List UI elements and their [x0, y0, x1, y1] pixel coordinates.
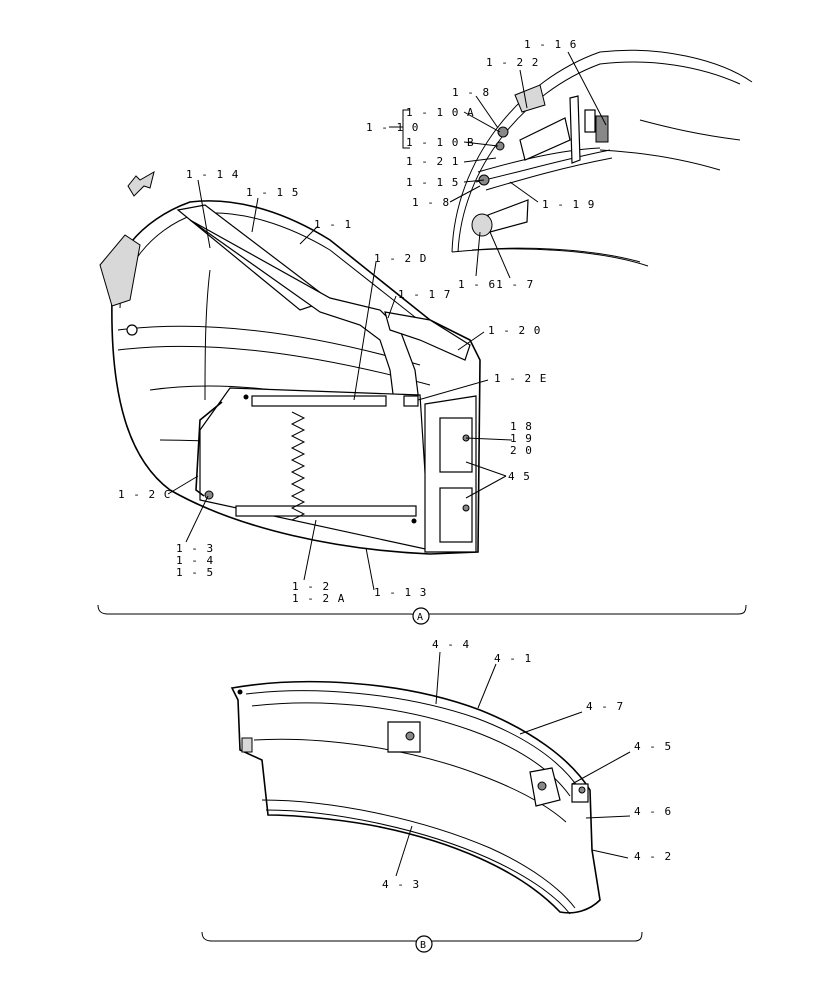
label-4-6: 4 - 6	[634, 805, 672, 818]
direction-arrow-icon	[127, 170, 155, 197]
label-1-14: 1 - 1 4	[186, 168, 239, 181]
label-1-10b: 1 - 1 0 B	[406, 136, 475, 149]
labels-section-b: 4 - 4 4 - 1 4 - 7 4 - 5 4 - 6 4 - 2 4 - …	[382, 638, 672, 951]
leader-lines-a	[167, 51, 607, 591]
label-1-5: 1 - 5	[176, 566, 214, 579]
main-assembly-view	[99, 200, 481, 555]
label-1-3: 1 - 3	[176, 542, 214, 555]
label-1-16: 1 - 1 6	[524, 38, 577, 51]
label-1-10a: 1 - 1 0 A	[406, 106, 475, 119]
label-4-1: 4 - 1	[494, 652, 532, 665]
label-4-7: 4 - 7	[586, 700, 624, 713]
label-4-4: 4 - 4	[432, 638, 470, 651]
label-18: 1 8	[510, 420, 533, 433]
labels-section-a: 1 - 1 6 1 - 2 2 1 - 8 1 - 1 0 A 1 - 1 0 …	[118, 38, 595, 623]
label-1-8-bottom: 1 - 8	[412, 196, 450, 209]
section-a-bracket	[97, 604, 747, 625]
label-1-15-right: 1 - 1 5	[406, 176, 459, 189]
label-1-10: 1 - 1 0	[366, 121, 419, 134]
label-1-19: 1 - 1 9	[542, 198, 595, 211]
label-4-2: 4 - 2	[634, 850, 672, 863]
label-1-2e: 1 - 2 E	[494, 372, 547, 385]
label-1-4: 1 - 4	[176, 554, 214, 567]
inset-detail-view	[451, 49, 753, 267]
label-1-17: 1 - 1 7	[398, 288, 451, 301]
label-1-15-left: 1 - 1 5	[246, 186, 299, 199]
label-1-61-7: 1 - 61 - 7	[458, 278, 534, 291]
label-1-2: 1 - 2	[292, 580, 330, 593]
label-1-20: 1 - 2 0	[488, 324, 541, 337]
label-1-1: 1 - 1	[314, 218, 352, 231]
section-b-marker: B	[420, 940, 426, 951]
label-1-21: 1 - 2 1	[406, 155, 459, 168]
label-45: 4 5	[508, 470, 531, 483]
label-1-8-top: 1 - 8	[452, 86, 490, 99]
label-1-2a: 1 - 2 A	[292, 592, 345, 605]
fender-view-b	[230, 680, 601, 915]
label-20: 2 0	[510, 444, 533, 457]
label-1-2d: 1 - 2 D	[374, 252, 427, 265]
label-1-13: 1 - 1 3	[374, 586, 427, 599]
label-4-5: 4 - 5	[634, 740, 672, 753]
section-a-marker: A	[417, 612, 423, 623]
label-19: 1 9	[510, 432, 533, 445]
label-4-3: 4 - 3	[382, 878, 420, 891]
section-b-bracket	[201, 931, 643, 953]
leader-lines-b	[395, 651, 631, 877]
label-1-22: 1 - 2 2	[486, 56, 539, 69]
label-1-2c: 1 - 2 C	[118, 488, 171, 501]
